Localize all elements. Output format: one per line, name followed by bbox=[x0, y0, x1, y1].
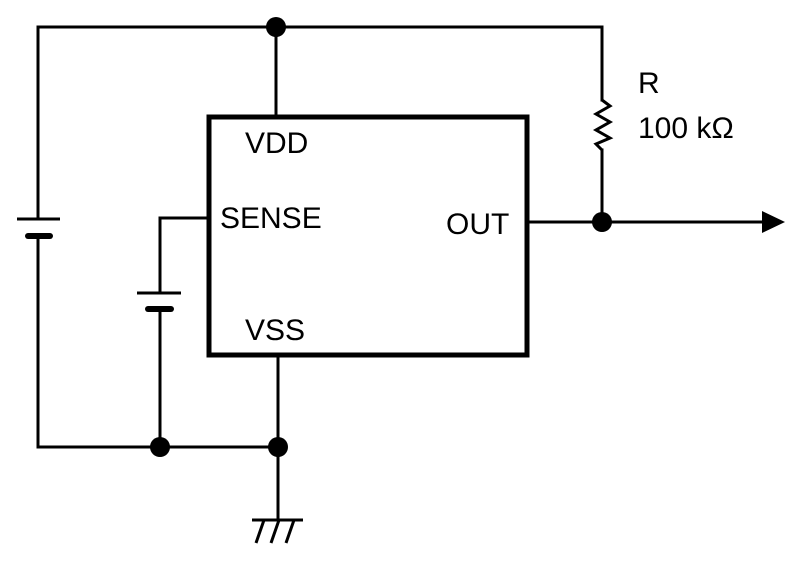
ground-icon bbox=[252, 518, 303, 544]
vss-pin-label: VSS bbox=[245, 314, 305, 347]
vdd-junction-node bbox=[266, 17, 286, 37]
ic-body bbox=[206, 114, 530, 358]
sense-battery-icon bbox=[137, 291, 181, 312]
sense-pin-label: SENSE bbox=[220, 202, 322, 235]
output-arrow-icon bbox=[762, 211, 785, 233]
vdd-pin-label: VDD bbox=[245, 127, 308, 160]
ground-junction-node bbox=[268, 437, 288, 457]
resistor-icon bbox=[592, 98, 614, 152]
sense-ground-junction-node bbox=[150, 437, 170, 457]
sense-pin-wire bbox=[158, 216, 211, 295]
out-pin-label: OUT bbox=[446, 208, 509, 241]
output-junction-node bbox=[592, 212, 612, 232]
supply-battery-icon bbox=[17, 217, 60, 239]
resistor-value-label: 100 kΩ bbox=[638, 112, 734, 145]
resistor-name-label: R bbox=[638, 67, 660, 100]
